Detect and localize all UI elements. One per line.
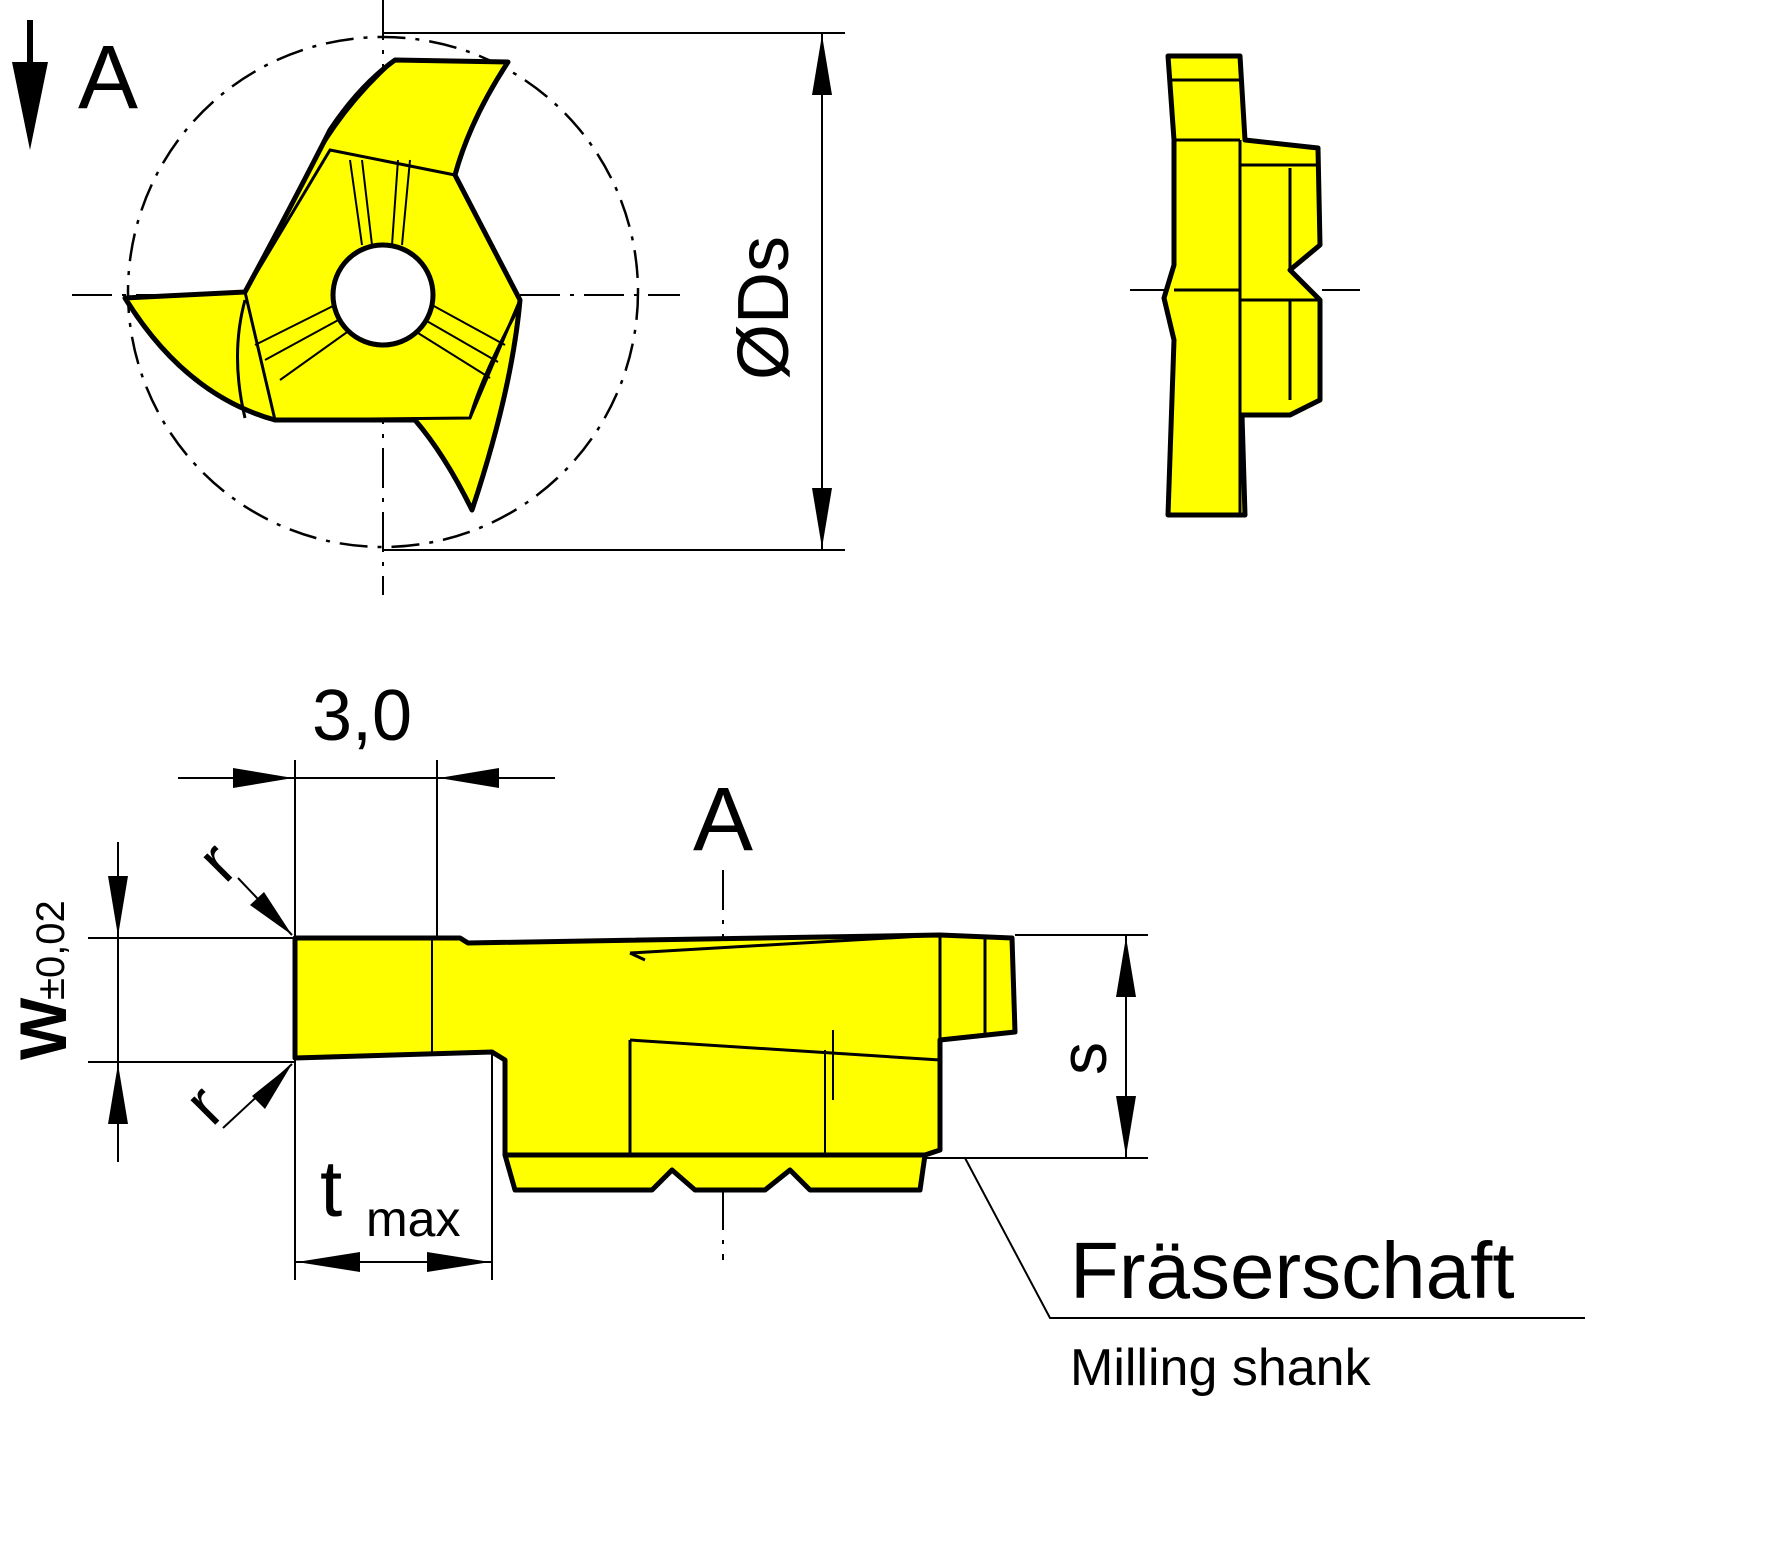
section-insert-body bbox=[292, 932, 1018, 1158]
thickness-arrow-top bbox=[1116, 937, 1136, 997]
front-view-center-bore bbox=[330, 242, 436, 348]
pitch-dimension-label: 3,0 bbox=[312, 676, 412, 756]
depth-arrow-right bbox=[427, 1252, 490, 1272]
front-view-spoke-grooves bbox=[254, 159, 506, 381]
front-view: A ØDs bbox=[12, 0, 845, 595]
radius-bottom-label: r bbox=[170, 1070, 238, 1138]
diameter-label: ØDs bbox=[724, 236, 804, 380]
pitch-arrow-right bbox=[439, 768, 499, 788]
shank-label-en: Milling shank bbox=[1070, 1339, 1372, 1397]
section-view: A 3,0 W ±0,02 r r t max bbox=[6, 676, 1585, 1397]
view-marker-label: A bbox=[78, 28, 138, 128]
pitch-arrow-left bbox=[233, 768, 293, 788]
front-view-insert-body bbox=[122, 57, 523, 513]
view-arrow-head bbox=[12, 62, 48, 150]
radius-bottom-arrow bbox=[252, 1064, 292, 1109]
width-label: W bbox=[6, 997, 80, 1060]
thickness-arrow-bottom bbox=[1116, 1096, 1136, 1156]
section-marker-label: A bbox=[693, 770, 753, 870]
section-insert-teeth bbox=[502, 1152, 928, 1193]
depth-arrow-left bbox=[297, 1252, 360, 1272]
section-edge-flute-lower bbox=[629, 1038, 941, 1062]
width-arrow-top bbox=[108, 876, 128, 936]
shank-label-de: Fräserschaft bbox=[1070, 1226, 1515, 1315]
width-tolerance-label: ±0,02 bbox=[29, 900, 73, 1000]
depth-label: t bbox=[320, 1144, 342, 1233]
diameter-arrow-bottom bbox=[812, 488, 832, 548]
front-view-flute-edge-right bbox=[468, 304, 522, 419]
front-view-flute-edge-left bbox=[236, 299, 247, 419]
shank-leader bbox=[964, 1157, 1585, 1319]
section-edge-flute-top bbox=[629, 933, 941, 955]
section-edge-flute-step bbox=[629, 951, 646, 962]
radius-top-arrow bbox=[250, 892, 292, 935]
width-arrow-bottom bbox=[108, 1064, 128, 1124]
thickness-label: s bbox=[1046, 1042, 1120, 1075]
side-view-insert-body bbox=[1161, 53, 1323, 518]
side-view bbox=[1130, 53, 1360, 518]
radius-top-label: r bbox=[183, 827, 251, 895]
depth-sub-label: max bbox=[366, 1191, 460, 1247]
front-view-flute-edge-top bbox=[318, 58, 396, 151]
diameter-arrow-top bbox=[812, 35, 832, 95]
